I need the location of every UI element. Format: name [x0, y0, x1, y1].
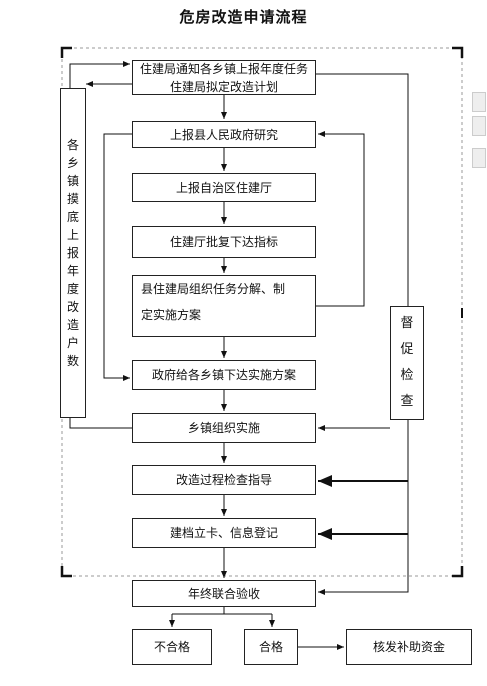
box-notice-line1: 住建局通知各乡镇上报年度任务 — [139, 61, 308, 76]
box-report-county: 上报县人民政府研究 — [132, 121, 316, 148]
supervise-column: 督 促 检 查 — [390, 306, 424, 420]
edge-tab — [472, 148, 486, 168]
box-fail: 不合格 — [132, 629, 212, 665]
page-title: 危房改造申请流程 — [179, 8, 308, 26]
box-pass: 合格 — [244, 629, 298, 665]
survey-char: 造 — [66, 318, 79, 332]
box-notice: 住建局通知各乡镇上报年度任务 住建局拟定改造计划 — [132, 60, 316, 95]
survey-char: 底 — [66, 210, 79, 224]
survey-column: 各 乡 镇 摸 底 上 报 年 度 改 造 户 数 — [60, 88, 86, 418]
survey-char: 改 — [66, 300, 79, 314]
edge-tab — [472, 92, 486, 112]
supervise-char: 检 — [400, 368, 414, 383]
box-implement: 乡镇组织实施 — [132, 413, 316, 443]
box-decompose-line1: 县住建局组织任务分解、制 — [141, 282, 286, 296]
survey-char: 年 — [66, 264, 79, 278]
supervise-char: 查 — [400, 394, 414, 409]
edge-tab — [472, 116, 486, 136]
supervise-char: 督 — [400, 316, 414, 331]
box-notice-line2: 住建局拟定改造计划 — [169, 79, 278, 94]
survey-char: 各 — [66, 138, 79, 152]
box-subsidy: 核发补助资金 — [346, 629, 472, 665]
survey-char: 度 — [66, 282, 79, 296]
supervise-char: 促 — [400, 342, 414, 357]
survey-char: 户 — [66, 336, 79, 350]
box-approve: 住建厅批复下达指标 — [132, 226, 316, 258]
box-accept: 年终联合验收 — [132, 580, 316, 607]
survey-char: 乡 — [66, 156, 79, 170]
survey-char: 数 — [66, 354, 79, 368]
box-report-region: 上报自治区住建厅 — [132, 173, 316, 202]
survey-char: 镇 — [66, 174, 79, 188]
box-register: 建档立卡、信息登记 — [132, 518, 316, 548]
survey-char: 摸 — [66, 192, 79, 206]
box-inspect: 改造过程检查指导 — [132, 465, 316, 495]
box-issue-plan: 政府给各乡镇下达实施方案 — [132, 360, 316, 390]
survey-char: 上 — [66, 228, 79, 242]
box-decompose-line2: 定实施方案 — [141, 308, 202, 322]
survey-char: 报 — [66, 246, 79, 260]
box-decompose: 县住建局组织任务分解、制 定实施方案 — [132, 275, 316, 337]
